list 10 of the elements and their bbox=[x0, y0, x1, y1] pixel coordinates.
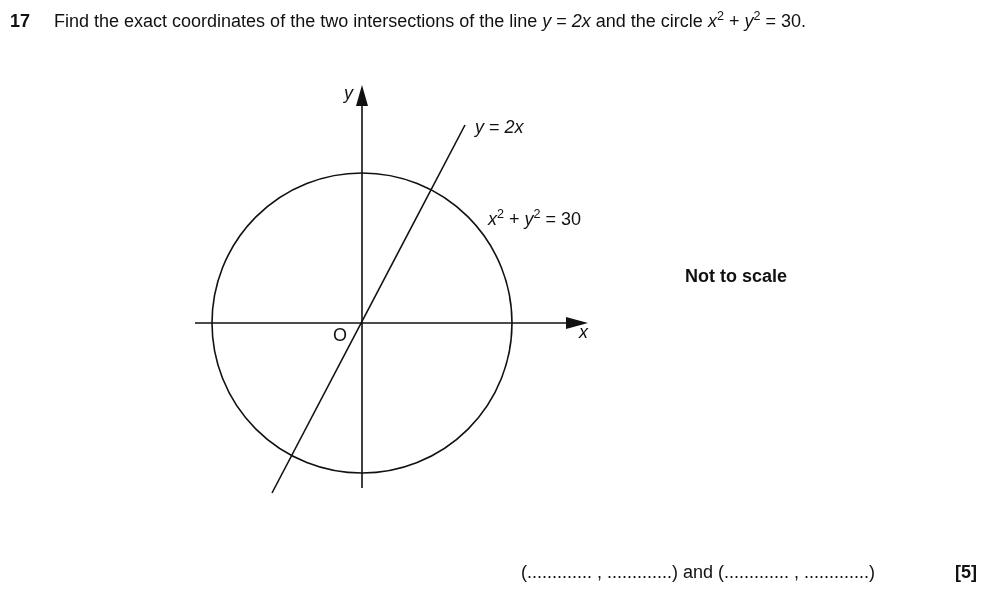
question-text: Find the exact coordinates of the two intersections of the line y = 2x and the circle x$^{2}$ + y$^{2}$ = 30. bbox=[54, 12, 806, 32]
answer-line: (............. , .............) and (............. , .............) bbox=[521, 563, 876, 583]
question-number: 17 bbox=[10, 12, 31, 32]
axis-label: y bbox=[344, 84, 353, 104]
origin-label: O bbox=[333, 326, 347, 346]
axis-label: x bbox=[579, 323, 588, 343]
line-equation: y = 2x bbox=[475, 118, 524, 138]
marks-label: [5] bbox=[955, 563, 977, 583]
circle-equation: x$^{2}$ + y$^{2}$ = 30 bbox=[488, 210, 582, 230]
scale-note: Not to scale bbox=[685, 267, 788, 287]
